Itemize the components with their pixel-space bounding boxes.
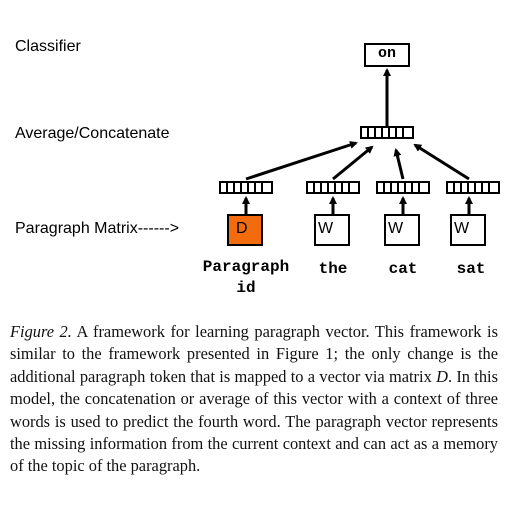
figure-diagram: Classifier Average/Concatenate Paragraph… <box>15 38 500 297</box>
input-word-sat: sat <box>456 260 486 278</box>
input-word-paragraph: Paragraph <box>202 258 290 276</box>
caption-text-b: . In this model, the concatenation or av… <box>10 366 498 476</box>
box-letter-w-sat: W <box>454 220 470 237</box>
arrow-sat-to-average <box>413 143 470 181</box>
box-letter-d: D <box>236 220 248 237</box>
average-vector <box>360 126 414 139</box>
arrow-cat-to-average <box>393 148 405 180</box>
classifier-label: Classifier <box>15 38 81 55</box>
arrow-the-to-average <box>332 145 374 181</box>
diagram-svg <box>219 43 500 246</box>
output-token: on <box>377 45 396 62</box>
input-word-the: the <box>318 260 348 278</box>
matrix-box-w-sat <box>450 214 486 246</box>
vector-the <box>306 181 360 194</box>
box-letter-w-cat: W <box>388 220 404 237</box>
figure-caption: Figure 2. A framework for learning parag… <box>10 321 498 478</box>
input-word-paragraph-id: id <box>236 279 256 297</box>
matrix-box-w-the <box>314 214 350 246</box>
arrow-d-to-average <box>245 141 358 181</box>
caption-text-a: A framework for learning paragraph vecto… <box>10 322 498 386</box>
caption-label: Figure 2. <box>10 322 72 341</box>
vector-sat <box>446 181 500 194</box>
box-letter-w-the: W <box>318 220 334 237</box>
caption-matrix-symbol: D <box>436 366 448 386</box>
paragraph-matrix-label: Paragraph Matrix------> <box>15 220 180 237</box>
matrix-box-d <box>227 214 263 246</box>
output-box <box>364 43 410 67</box>
vector-cat <box>376 181 430 194</box>
average-concatenate-label: Average/Concatenate <box>15 125 170 142</box>
vector-d <box>219 181 273 194</box>
matrix-box-w-cat <box>384 214 420 246</box>
input-word-cat: cat <box>388 260 418 278</box>
